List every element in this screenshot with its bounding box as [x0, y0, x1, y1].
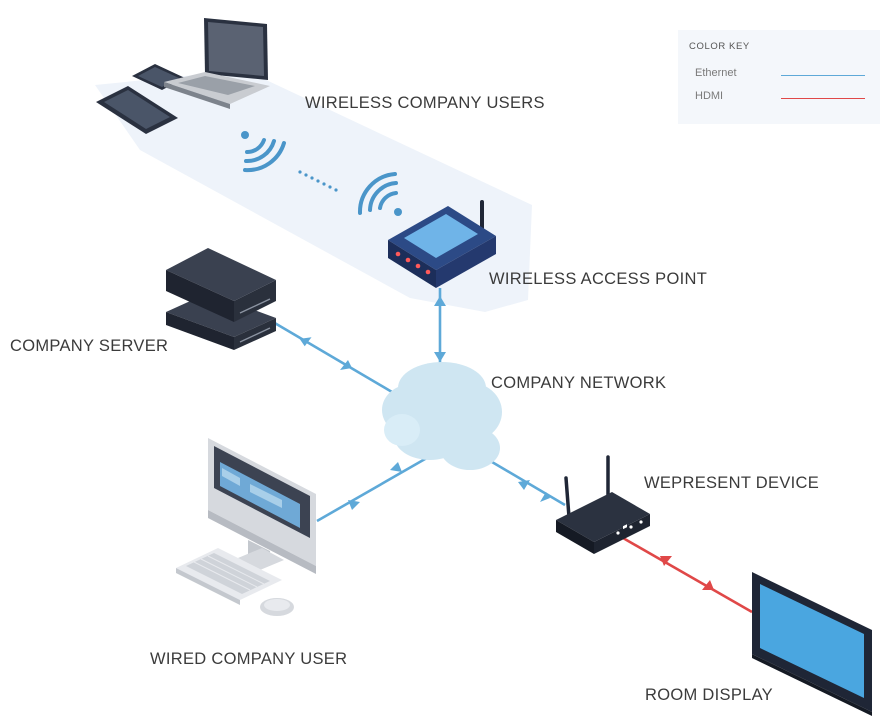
mouse-icon	[260, 598, 294, 616]
wifi-signal-users-icon	[241, 131, 286, 173]
ethernet-link-server	[272, 320, 393, 394]
arrow-hdmi-a	[660, 556, 672, 566]
wireless-users-devices	[96, 18, 270, 134]
company-network-cloud	[382, 362, 502, 470]
color-key-line-ethernet	[781, 75, 865, 76]
arrow-server-a	[299, 337, 312, 347]
hdmi-arrows	[660, 556, 714, 590]
ethernet-link-wired-user	[316, 453, 433, 523]
keyboard-icon	[176, 548, 282, 605]
color-key-label-hdmi: HDMI	[695, 90, 724, 102]
ethernet-arrows	[299, 296, 550, 510]
arrow-wired-b	[390, 462, 402, 472]
label-room-display: ROOM DISPLAY	[645, 686, 773, 704]
laptop-icon	[164, 18, 270, 109]
arrow-ap-a	[434, 296, 446, 306]
color-key-line-hdmi	[781, 98, 865, 99]
color-key-title: COLOR KEY	[689, 41, 750, 52]
arrow-hdmi-b	[702, 580, 714, 590]
color-key: COLOR KEY Ethernet HDMI	[678, 30, 880, 124]
label-wepresent-device: WEPRESENT DEVICE	[644, 474, 820, 492]
room-display-icon	[752, 572, 872, 716]
arrow-server-b	[340, 360, 352, 370]
hdmi-link	[622, 536, 753, 614]
label-access-point: WIRELESS ACCESS POINT	[489, 270, 708, 288]
tablet-icon	[96, 86, 178, 134]
arrow-wep-a	[518, 480, 530, 490]
label-company-server: COMPANY SERVER	[10, 337, 169, 355]
ethernet-link-wepresent	[491, 460, 566, 507]
wireless-access-point-icon	[388, 200, 496, 288]
arrow-wired-a	[348, 500, 360, 510]
arrow-wep-b	[540, 492, 550, 502]
company-server-icon	[166, 248, 276, 350]
color-key-label-ethernet: Ethernet	[695, 67, 737, 79]
wifi-signal-access-point-icon	[357, 172, 402, 216]
wepresent-device-icon	[556, 455, 650, 554]
wifi-dots	[298, 170, 338, 192]
arrow-ap-b	[434, 352, 446, 362]
label-company-network: COMPANY NETWORK	[491, 374, 667, 392]
wired-user-computer-icon	[208, 438, 316, 574]
label-wireless-users: WIRELESS COMPANY USERS	[305, 94, 545, 112]
label-wired-user: WIRED COMPANY USER	[150, 650, 348, 668]
